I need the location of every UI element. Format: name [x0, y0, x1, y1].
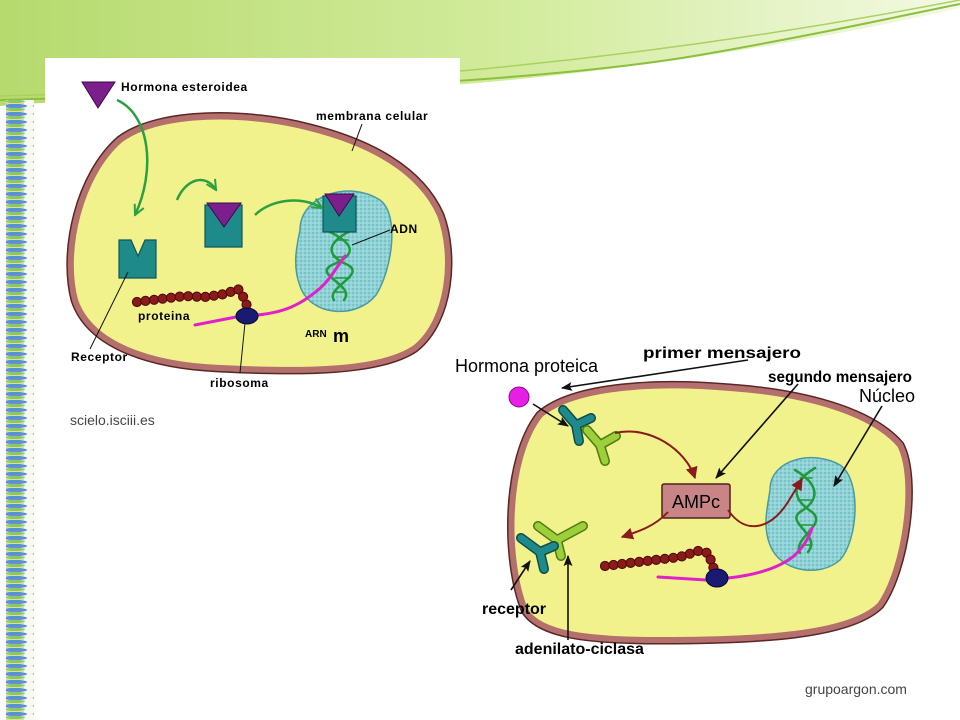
- hormone-receptor-complex: [204, 202, 243, 248]
- steroid-hormone-diagram: Hormona esteroidea membrana celular ADN …: [45, 58, 460, 428]
- protein-bead: [599, 560, 611, 572]
- protein-bead: [668, 552, 679, 563]
- protein-bead: [642, 555, 653, 567]
- membrane-pointer-line: [351, 123, 363, 152]
- mrna-label-suffix: m: [333, 326, 349, 346]
- mrna-strand: [656, 575, 708, 582]
- membrane-receptor-top: [558, 405, 621, 466]
- nucleus: [294, 190, 393, 313]
- red-arrow-to-camp: [614, 430, 698, 480]
- ribosome: [705, 568, 729, 588]
- nucleus-label: Núcleo: [859, 386, 915, 406]
- hormone-receptor-complex-nuclear: [322, 193, 357, 233]
- adenylate-cyclase-label: adenilato-ciclasa: [515, 641, 644, 658]
- protein-bead: [149, 294, 160, 305]
- protein-bead: [233, 284, 244, 295]
- hormone-binding-arrow: [532, 403, 569, 427]
- protein-bead: [191, 291, 202, 302]
- left-decorative-border: [6, 100, 34, 720]
- camp-box: [661, 483, 731, 519]
- receptor: [517, 534, 558, 573]
- receptor-arrow: [510, 560, 531, 591]
- protein-hormone-label: Hormona proteica: [455, 356, 599, 376]
- protein-bead: [208, 290, 219, 301]
- receptor-label: receptor: [482, 601, 546, 618]
- protein-hormone-circle: [508, 386, 530, 408]
- protein-bead: [634, 556, 645, 568]
- membrane-receptor-bottom: [516, 521, 588, 574]
- first-messenger-label: primer mensajero: [643, 345, 801, 362]
- receptor-label: Receptor: [71, 350, 128, 364]
- green-arrow-entry: [116, 98, 149, 215]
- membrane-label: membrana celular: [316, 109, 428, 123]
- green-arrow-to-nucleus: [254, 201, 322, 216]
- protein-bead: [659, 553, 670, 564]
- steroid-hormone-triangle: [324, 193, 355, 217]
- protein-bead: [131, 296, 143, 308]
- dna-pointer-line: [351, 229, 391, 246]
- protein-chain: [599, 545, 719, 573]
- camp-label: AMPc: [672, 492, 720, 512]
- protein-bead: [166, 292, 177, 303]
- protein-bead: [617, 558, 628, 570]
- source-credit: grupoargon.com: [805, 681, 907, 697]
- ribosome-pointer-line: [239, 322, 246, 374]
- dna-label: ADN: [390, 222, 418, 236]
- steroid-hormone-triangle: [81, 81, 116, 109]
- protein-bead: [625, 557, 636, 569]
- red-arrow-to-nucleus: [727, 477, 803, 528]
- protein-bead: [200, 291, 211, 302]
- second-messenger-arrow: [715, 383, 799, 479]
- protein-bead: [693, 545, 704, 557]
- protein-label: proteina: [138, 309, 190, 323]
- steroid-hormone-triangle: [206, 202, 242, 228]
- dna-strand: [325, 230, 351, 302]
- mrna-strand: [256, 254, 347, 317]
- dna-rungs: [332, 239, 351, 293]
- protein-bead: [651, 554, 662, 566]
- protein-hormone-diagram: AMPc Hormona proteica primer mensajero s…: [455, 345, 915, 697]
- green-arrow-binding: [175, 180, 216, 201]
- receptor: [559, 406, 595, 445]
- protein-bead: [174, 291, 185, 302]
- mrna-label-base: ARN: [305, 329, 327, 340]
- mrna-strand: [726, 526, 814, 580]
- protein-bead: [608, 559, 619, 571]
- ribosome: [235, 307, 259, 325]
- dna-helix: [325, 228, 354, 302]
- receptor-pointer-line: [89, 271, 129, 350]
- mrna-strand: [193, 315, 238, 327]
- steroid-hormone-label: Hormona esteroidea: [121, 80, 248, 94]
- source-credit: scielo.isciii.es: [70, 412, 155, 428]
- protein-bead: [183, 291, 194, 302]
- protein-bead: [157, 293, 168, 304]
- nucleus: [765, 457, 856, 572]
- adenylate-cyclase: [583, 426, 620, 465]
- protein-bead: [140, 295, 151, 306]
- dna-rungs: [797, 477, 816, 546]
- second-messenger-label: segundo mensajero: [768, 369, 912, 386]
- protein-chain: [131, 284, 252, 310]
- dna-strand: [330, 228, 354, 302]
- ribosome-label: ribosoma: [210, 376, 269, 390]
- nucleus-arrow: [833, 405, 883, 487]
- first-messenger-arrow: [560, 359, 749, 391]
- red-arrow-to-cytoplasm: [620, 511, 669, 540]
